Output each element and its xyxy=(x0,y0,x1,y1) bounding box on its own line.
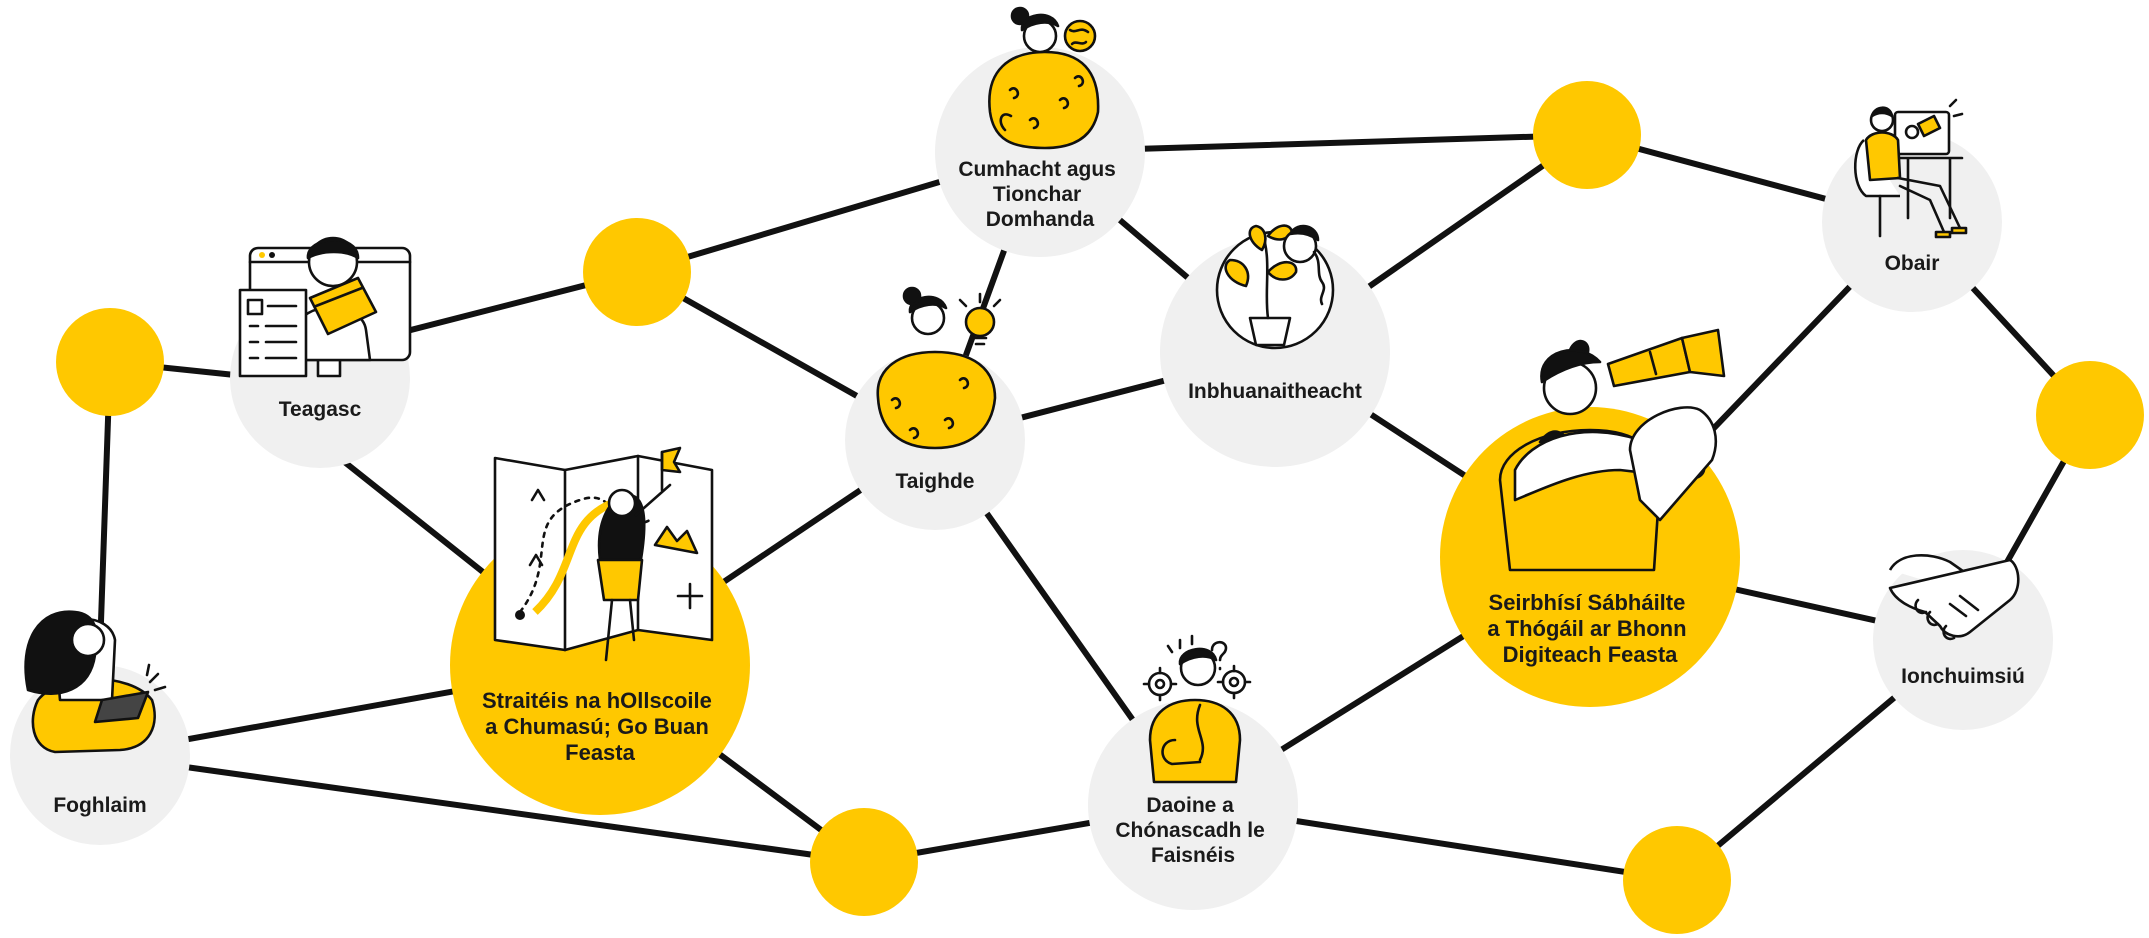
node-obair[interactable]: Obair xyxy=(1822,98,2002,312)
node-label: Inbhuanaitheacht xyxy=(1188,380,1362,403)
node-cumhacht[interactable]: Cumhacht agus Tionchar Domhanda xyxy=(935,6,1145,257)
woman-with-map-icon xyxy=(493,446,714,662)
node-daoine[interactable]: Daoine a Chónascadh le Faisnéis xyxy=(1088,634,1298,910)
node-taighde[interactable]: Taighde xyxy=(845,286,1025,530)
node-label: Foghlaim xyxy=(53,794,146,817)
node-circle xyxy=(1088,700,1298,910)
hub-dot xyxy=(56,308,164,416)
node-label: Straitéis na hOllscoile a Chumasú; Go Bu… xyxy=(482,688,718,765)
node-label: Obair xyxy=(1885,252,1940,275)
thinking-person-with-gears-icon xyxy=(1142,634,1252,784)
person-at-desk-icon xyxy=(1853,98,1968,239)
node-seirbhisi[interactable]: Seirbhísí Sábháilte a Thógáil ar Bhonn D… xyxy=(1440,328,1740,707)
hub-dot xyxy=(1623,826,1731,934)
man-with-telescope-icon xyxy=(1498,328,1726,572)
node-label: Taighde xyxy=(896,470,975,493)
node-label: Teagasc xyxy=(279,398,362,421)
node-foghlaim[interactable]: Foghlaim xyxy=(10,610,190,845)
node-inbhuanaitheacht[interactable]: Inbhuanaitheacht xyxy=(1160,224,1390,467)
woman-with-lightbulb-icon xyxy=(876,286,1002,450)
hub-dot xyxy=(2036,361,2144,469)
teacher-with-book-icon xyxy=(238,236,412,378)
hub-dot xyxy=(810,808,918,916)
node-label: Cumhacht agus Tionchar Domhanda xyxy=(958,158,1121,231)
edge xyxy=(97,752,867,865)
hub-dot xyxy=(583,218,691,326)
hub-dots xyxy=(56,81,2144,934)
woman-with-plant-icon xyxy=(1215,224,1335,350)
person-with-laptop-icon xyxy=(24,610,167,754)
node-label: Ionchuimsiú xyxy=(1901,665,2025,688)
hub-dot xyxy=(1533,81,1641,189)
node-teagasc[interactable]: Teagasc xyxy=(230,236,412,468)
node-label: Daoine a Chónascadh le Faisnéis xyxy=(1115,794,1270,867)
woman-holding-globe-icon xyxy=(988,6,1100,150)
node-label: Seirbhísí Sábháilte a Thógáil ar Bhonn D… xyxy=(1487,590,1692,667)
node-straiteis[interactable]: Straitéis na hOllscoile a Chumasú; Go Bu… xyxy=(450,446,750,815)
handshake-icon xyxy=(1888,553,2020,641)
node-ionchuimsiu[interactable]: Ionchuimsiú xyxy=(1873,550,2053,730)
